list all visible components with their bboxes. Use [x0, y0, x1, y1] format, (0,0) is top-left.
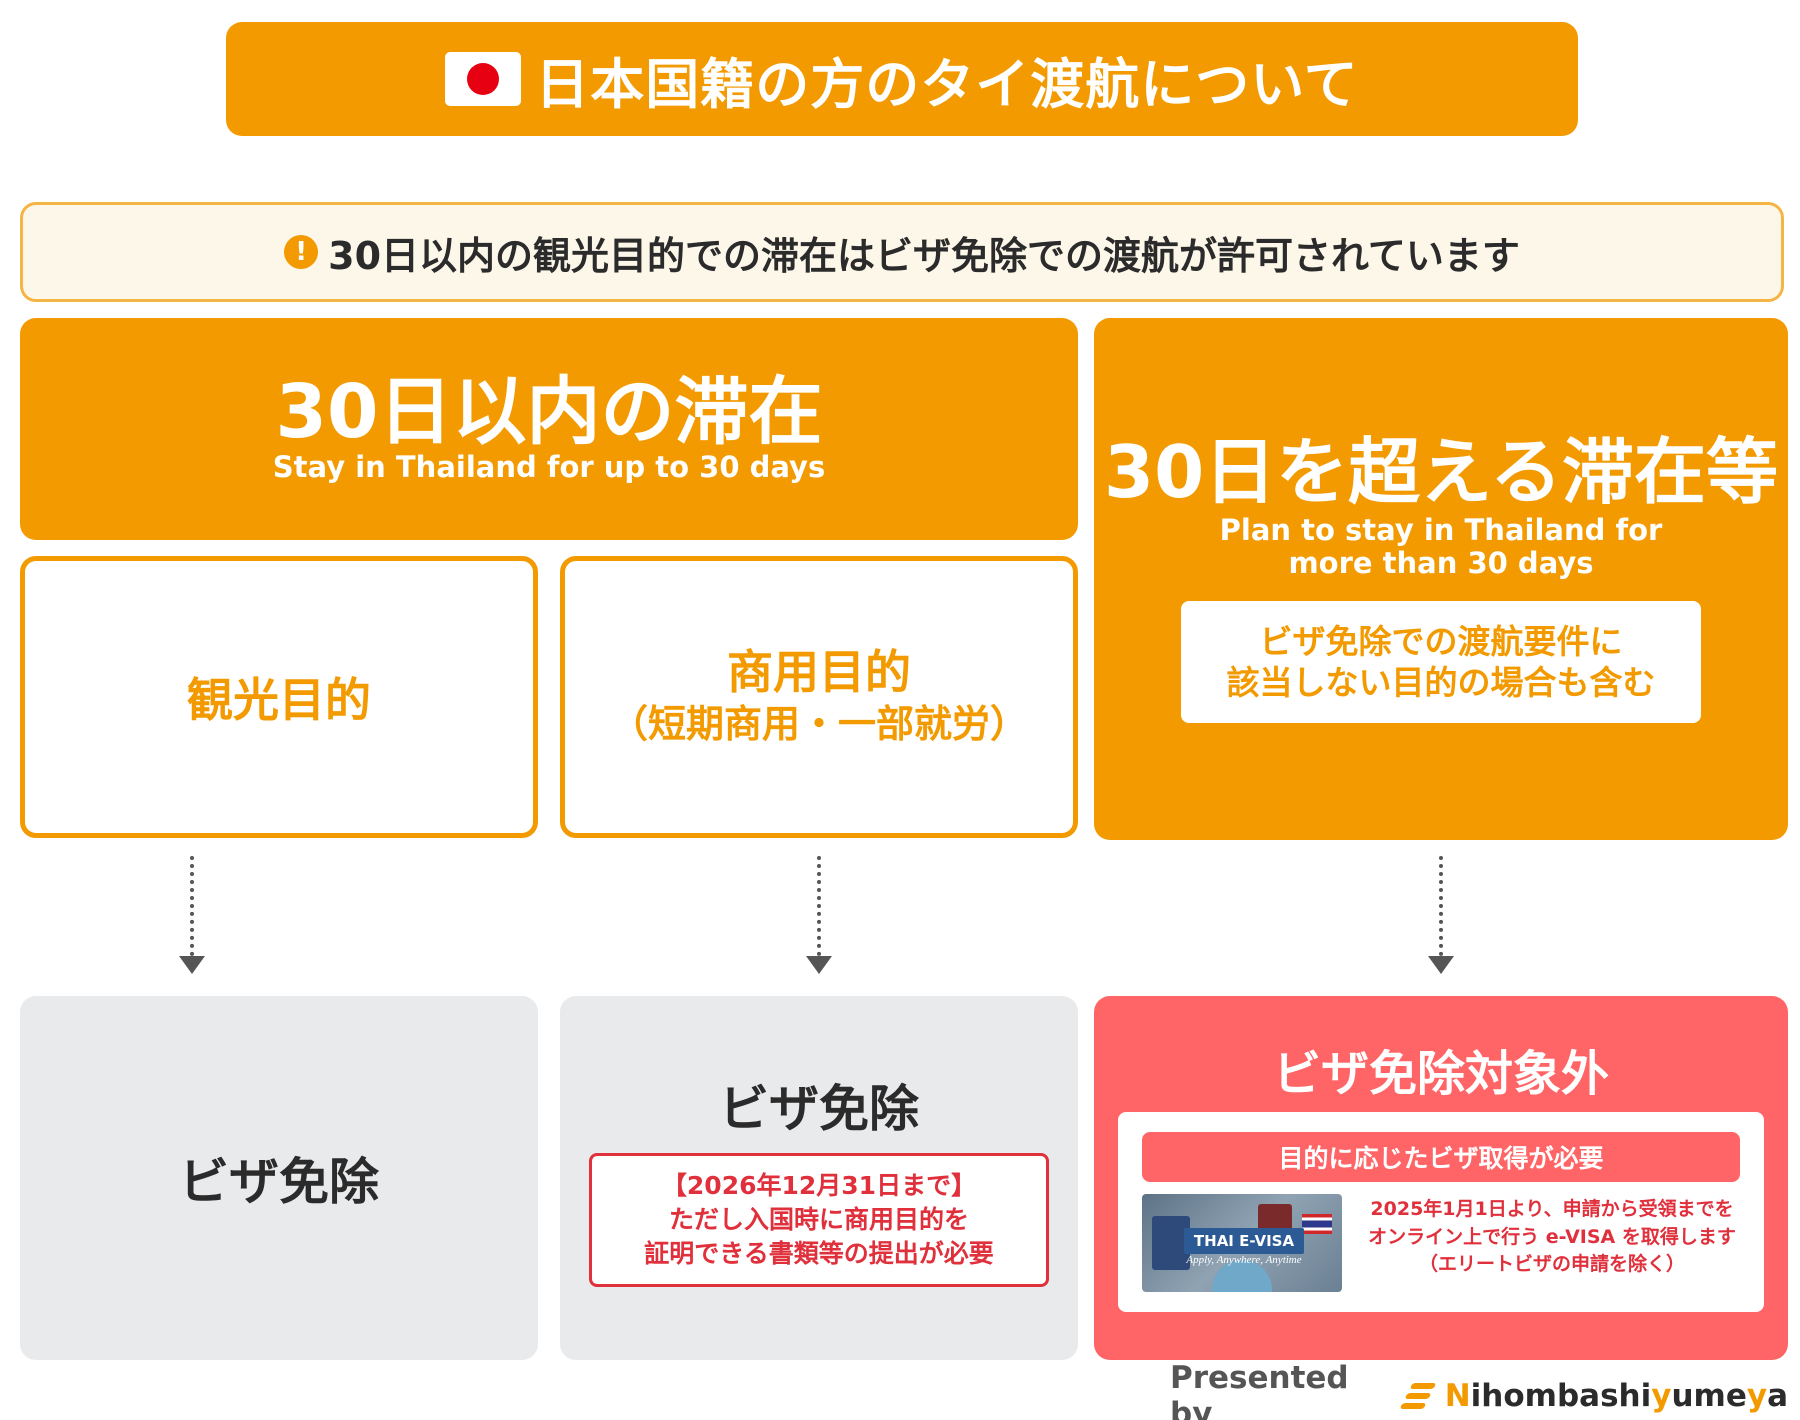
page-title: 日本国籍の方のタイ渡航について	[535, 52, 1359, 116]
evisa-image-tagline: Apply, Anywhere, Anytime	[1186, 1254, 1302, 1266]
business-condition-line2: 証明できる書類等の提出が必要	[644, 1238, 994, 1268]
result-long-box: ビザ免除対象外 目的に応じたビザ取得が必要 THAI E-VISA Apply,…	[1094, 996, 1788, 1360]
long-stay-note-line1: ビザ免除での渡航要件に	[1259, 622, 1623, 662]
long-stay-subtitle-line1: Plan to stay in Thailand for	[1219, 513, 1663, 548]
long-stay-subtitle-line2: more than 30 days	[1288, 545, 1594, 580]
title-banner: 日本国籍の方のタイ渡航について	[226, 22, 1578, 136]
long-stay-title: 30日を超える滞在等	[1103, 429, 1779, 514]
exclamation-icon: !	[284, 235, 319, 269]
thailand-flag-icon	[1302, 1214, 1332, 1234]
down-arrow-icon	[1426, 856, 1456, 974]
short-stay-subtitle: Stay in Thailand for up to 30 days	[272, 449, 826, 484]
result-tourism-box: ビザ免除	[20, 996, 538, 1360]
thai-evisa-image: THAI E-VISA Apply, Anywhere, Anytime	[1142, 1194, 1342, 1292]
japan-flag-icon	[445, 52, 522, 106]
long-stay-header: 30日を超える滞在等 Plan to stay in Thailand for …	[1094, 318, 1788, 840]
business-condition-date: 【2026年12月31日まで】	[661, 1171, 977, 1201]
short-stay-title: 30日以内の滞在	[275, 369, 823, 456]
down-arrow-icon	[804, 856, 834, 974]
evisa-line2: オンライン上で行う e-VISA を取得します	[1368, 1225, 1736, 1248]
result-long-label: ビザ免除対象外	[1272, 1046, 1609, 1102]
evisa-image-title: THAI E-VISA	[1184, 1228, 1304, 1254]
long-stay-note-line2: 該当しない目的の場合も含む	[1226, 663, 1656, 703]
presented-by-label: Presented by	[1170, 1360, 1349, 1420]
footer-credit: Presented by Nihombashiyumeya	[1170, 1360, 1788, 1420]
purpose-tourism-label: 観光目的	[187, 673, 371, 727]
evisa-line3: （エリートビザの申請を除く）	[1418, 1253, 1685, 1276]
purpose-tourism-box: 観光目的	[20, 556, 538, 838]
long-stay-subtitle: Plan to stay in Thailand for more than 3…	[1161, 514, 1721, 579]
business-condition-box: 【2026年12月31日まで】 ただし入国時に商用目的を 証明できる書類等の提出…	[589, 1153, 1049, 1287]
notice-banner: ! 30日以内の観光目的での滞在はビザ免除での渡航が許可されています	[20, 202, 1784, 302]
down-arrow-icon	[177, 856, 207, 974]
business-condition-line1: ただし入国時に商用目的を	[668, 1205, 969, 1235]
evisa-description: 2025年1月1日より、申請から受領までを オンライン上で行う e-VISA を…	[1352, 1196, 1752, 1279]
brand-logo-icon	[1399, 1383, 1437, 1409]
purpose-business-label: 商用目的	[727, 644, 911, 699]
evisa-line1: 2025年1月1日より、申請から受領までを	[1370, 1198, 1734, 1220]
purpose-business-box: 商用目的 （短期商用・一部就労）	[560, 556, 1078, 838]
result-tourism-label: ビザ免除	[179, 1153, 379, 1211]
result-business-label: ビザ免除	[719, 1080, 919, 1138]
visa-required-panel: 目的に応じたビザ取得が必要 THAI E-VISA Apply, Anywher…	[1118, 1112, 1764, 1312]
result-business-box: ビザ免除 【2026年12月31日まで】 ただし入国時に商用目的を 証明できる書…	[560, 996, 1078, 1360]
visa-required-label: 目的に応じたビザ取得が必要	[1142, 1132, 1740, 1182]
long-stay-note: ビザ免除での渡航要件に 該当しない目的の場合も含む	[1181, 601, 1701, 724]
brand-name: Nihombashiyumeya	[1444, 1378, 1788, 1414]
purpose-business-sublabel: （短期商用・一部就労）	[609, 701, 1028, 746]
notice-text: 30日以内の観光目的での滞在はビザ免除での渡航が許可されています	[328, 233, 1520, 278]
short-stay-header: 30日以内の滞在 Stay in Thailand for up to 30 d…	[20, 318, 1078, 540]
